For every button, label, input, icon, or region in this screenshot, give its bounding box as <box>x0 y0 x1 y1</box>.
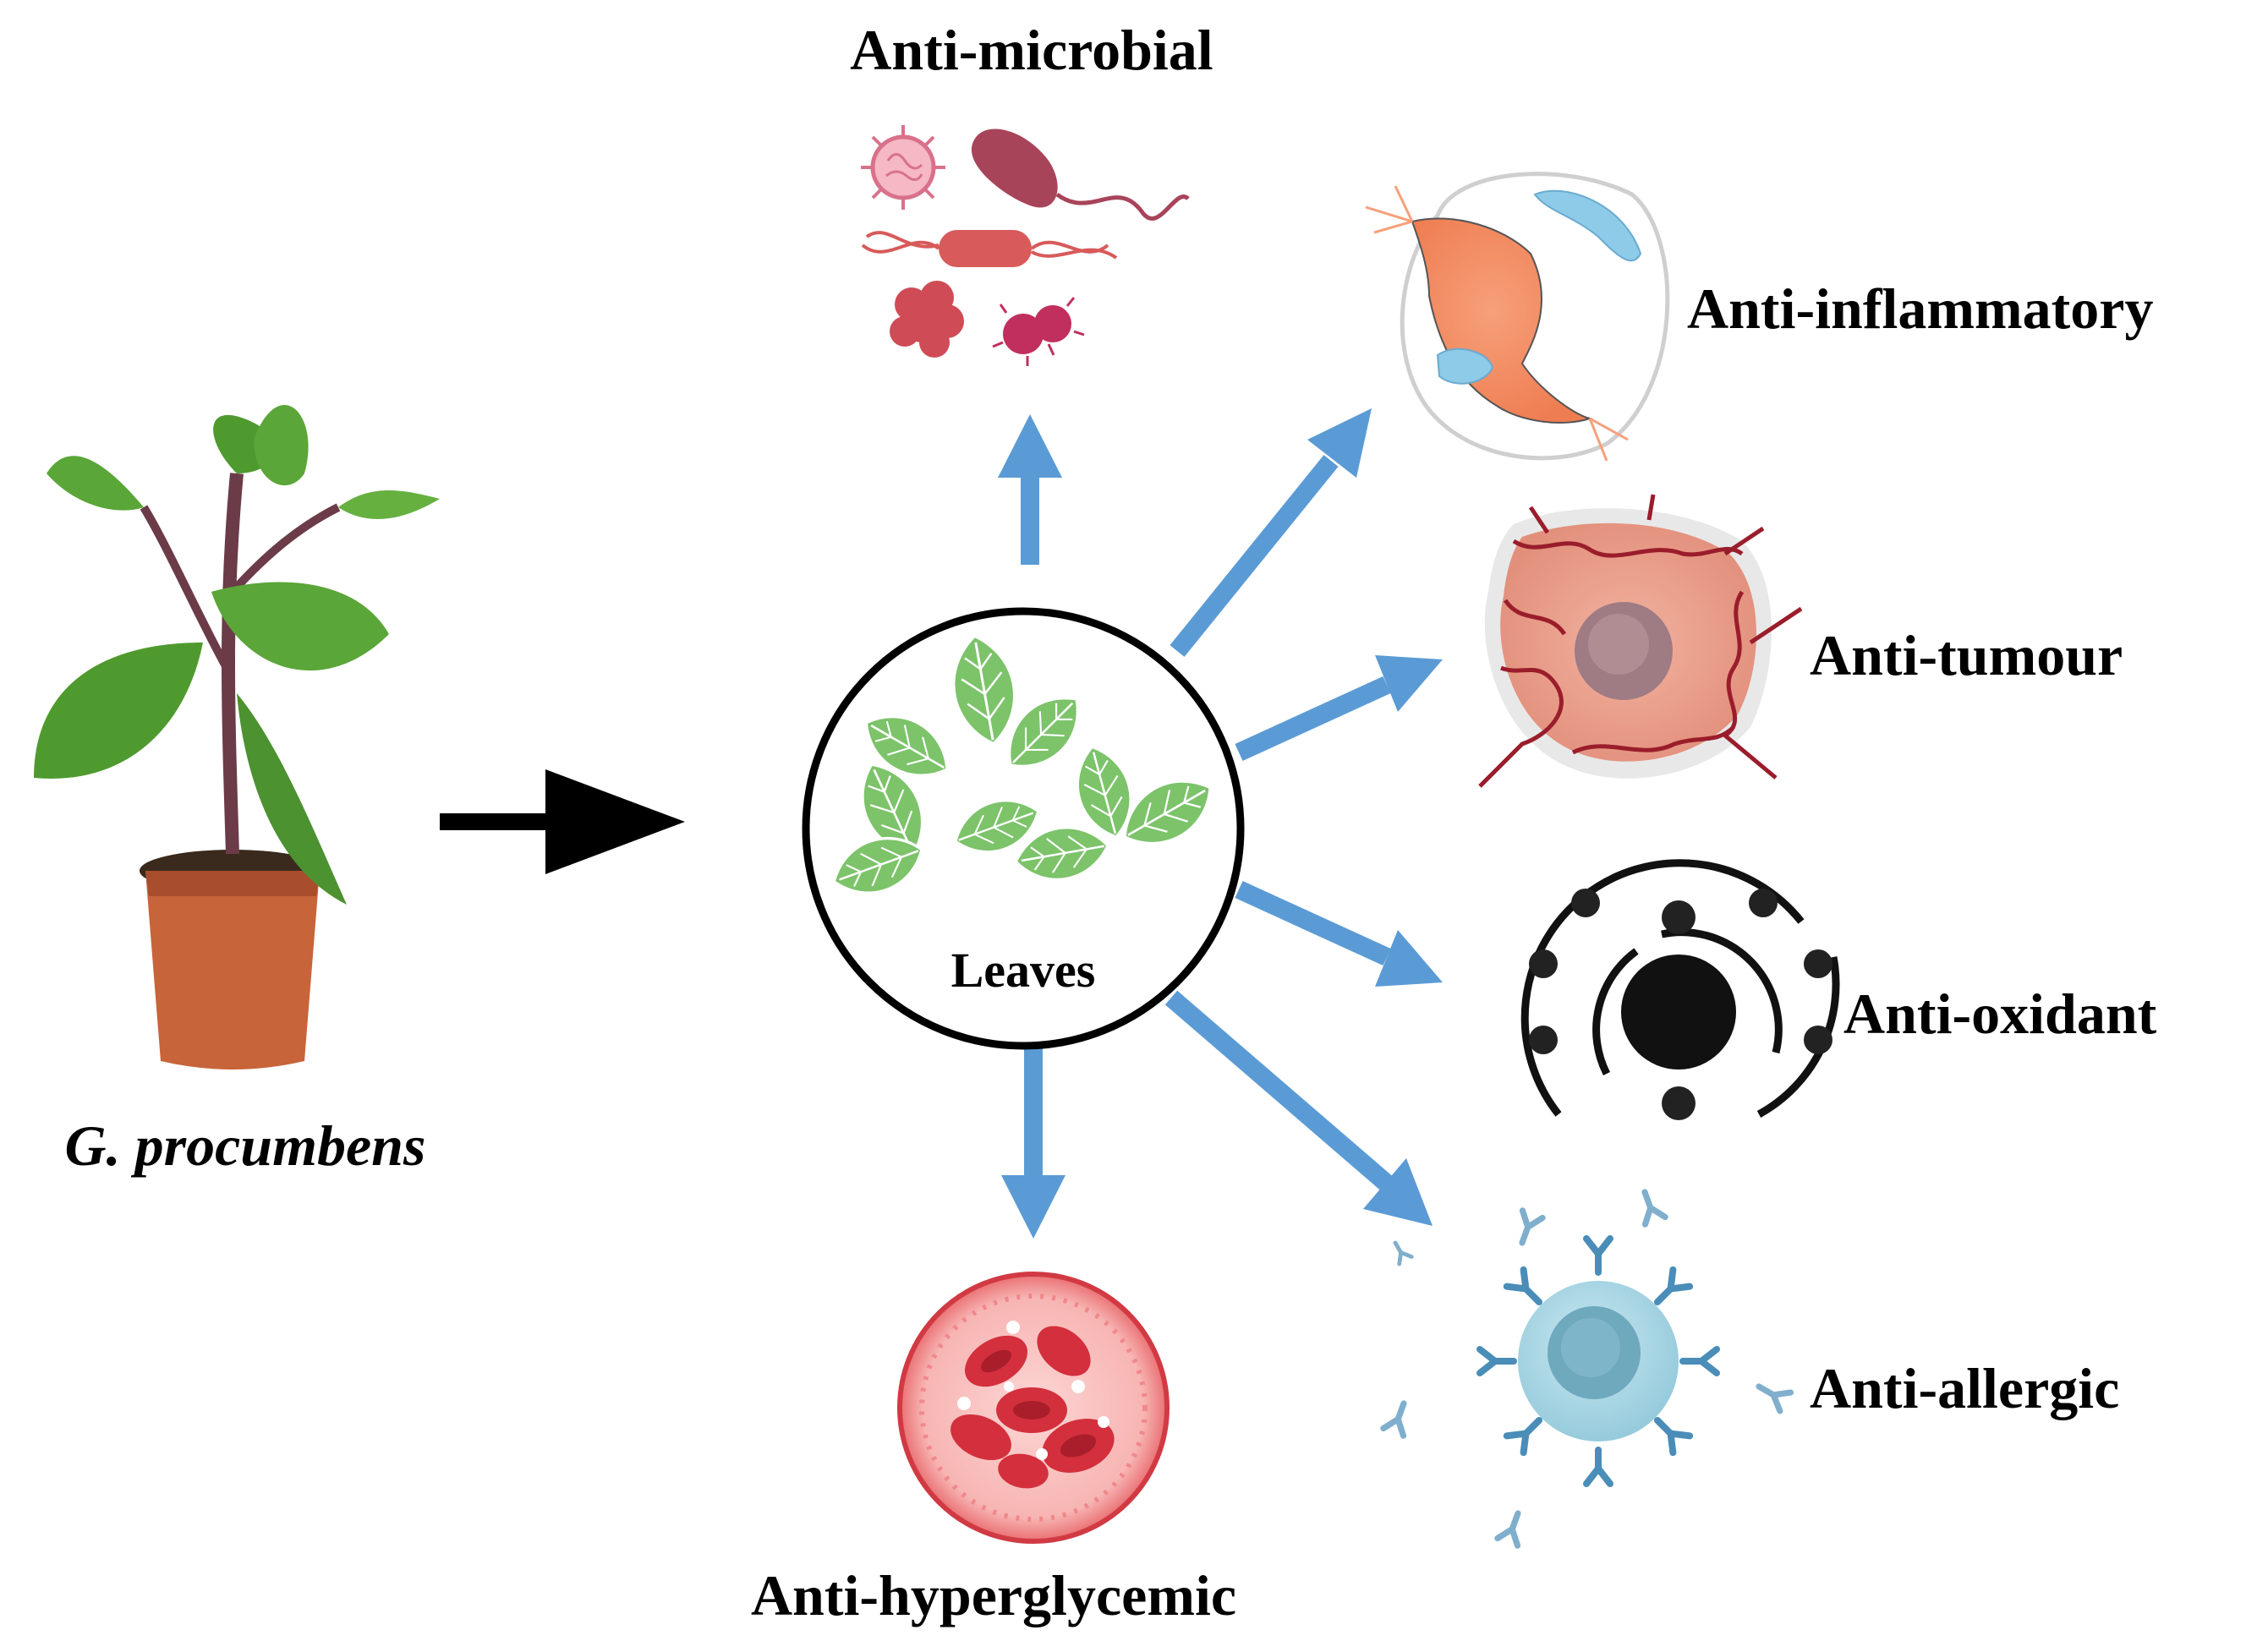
immune-cell-icon <box>1383 1189 1791 1545</box>
bacillus-icon <box>971 129 1190 221</box>
arrow-to-antimicrobial <box>998 414 1062 565</box>
antihyperglycemic-label: Anti-hyperglycemic <box>751 1563 1236 1627</box>
antimicrobial-label: Anti-microbial <box>850 18 1213 82</box>
microbes-icon <box>861 125 1190 366</box>
arrow-to-antiallergic <box>1164 990 1433 1226</box>
leaves-node: Leaves <box>802 607 1245 1050</box>
arrow-to-antioxidant <box>1235 880 1443 987</box>
antiallergic-label: Anti-allergic <box>1810 1356 2119 1420</box>
black-arrow <box>440 769 685 874</box>
arrow-to-antitumour <box>1235 655 1443 762</box>
plant-label: G. procumbens <box>65 1113 426 1178</box>
antioxidant-label: Anti-oxidant <box>1843 982 2157 1046</box>
inflamed-cell-icon <box>1365 172 1670 462</box>
arrow-to-antiinflammatory <box>1170 408 1372 657</box>
coccus-cluster-icon <box>890 281 964 358</box>
atom-icon <box>1520 859 1840 1120</box>
arrow-to-antihyperglycemic <box>1001 1042 1066 1239</box>
virus-icon <box>861 125 945 210</box>
diplococcus-icon <box>992 297 1085 366</box>
center-label: Leaves <box>951 943 1096 998</box>
antiinflammatory-label: Anti-inflammatory <box>1687 276 2153 341</box>
blue-arrows <box>998 408 1443 1239</box>
antitumour-label: Anti-tumour <box>1810 623 2123 687</box>
blood-vessel-icon <box>897 1272 1170 1544</box>
tumour-cell-icon <box>1478 494 1803 788</box>
potted-plant-icon <box>34 405 440 1069</box>
flagellated-bacterium-icon <box>861 230 1118 267</box>
